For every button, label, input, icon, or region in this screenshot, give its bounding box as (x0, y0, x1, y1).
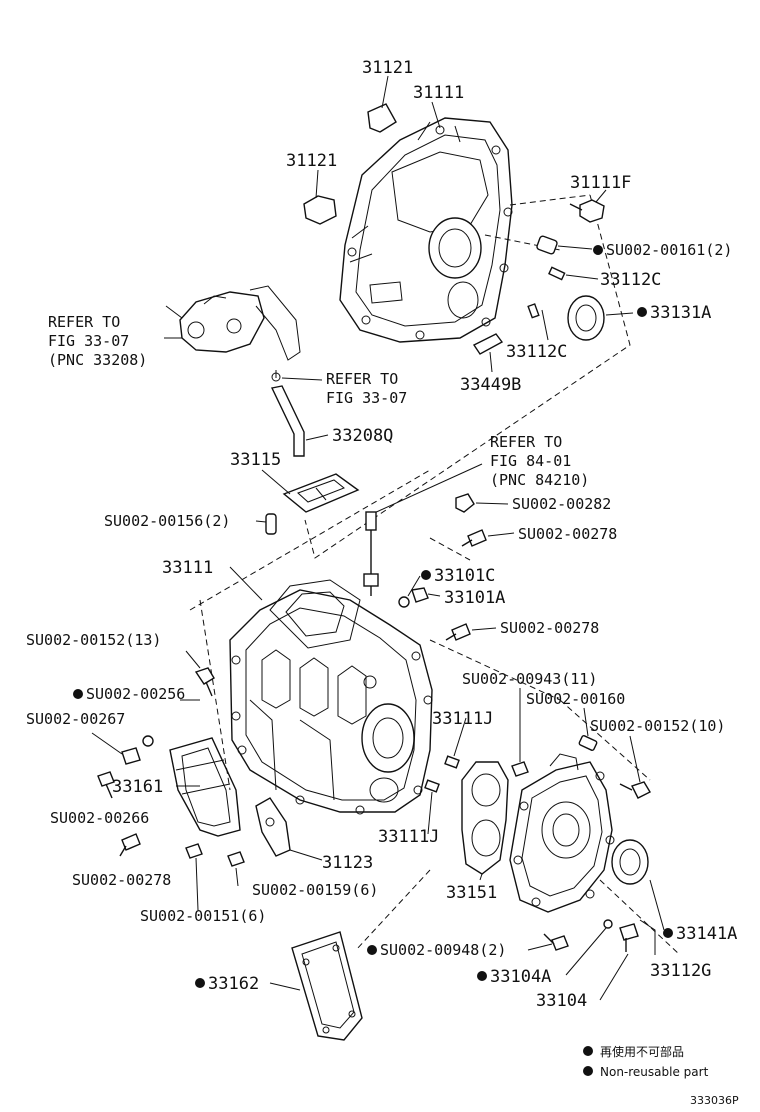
label-su00278-b: SU002-00278 (500, 619, 599, 637)
bolt-su00151 (185, 843, 203, 911)
bracket-31123 (255, 797, 323, 861)
label-su00161: SU002-00161(2) (606, 241, 732, 259)
legend-jp: 再使用不可部品 (600, 1044, 684, 1059)
plug-31121-top (367, 103, 397, 133)
bolt-su00278-b (445, 623, 497, 641)
label-su00159: SU002-00159(6) (252, 881, 378, 899)
label-su00282: SU002-00282 (512, 495, 611, 513)
label-su00943: SU002-00943(11) (462, 670, 597, 688)
label-su00278-c: SU002-00278 (72, 871, 171, 889)
plug-33104 (599, 923, 639, 1001)
label-su00266: SU002-00266 (50, 809, 149, 827)
refer3-line2: FIG 84-01 (490, 452, 571, 470)
plug-31121-left (303, 195, 337, 225)
bolt-31111F (569, 199, 605, 223)
label-33151: 33151 (446, 883, 497, 903)
bracket-assembly-33208 (165, 285, 305, 457)
gasket-33151 (461, 761, 509, 875)
plug-su00256 (142, 699, 200, 747)
label-31121-left: 31121 (286, 151, 337, 171)
label-31123: 31123 (322, 853, 373, 873)
refer3-line3: (PNC 84210) (490, 471, 589, 489)
bolt-su00266 (97, 771, 115, 799)
label-su00256: SU002-00256 (86, 685, 185, 703)
label-33101A: 33101A (444, 588, 505, 608)
bolt-su00267 (91, 732, 141, 765)
label-33449B: 33449B (460, 375, 521, 395)
refer3-line1: REFER TO (490, 433, 562, 451)
figure-code: 333036P (690, 1094, 739, 1107)
refer2-line2: FIG 33-07 (326, 389, 407, 407)
plate-33115 (282, 473, 360, 513)
label-33112C-a: 33112C (600, 270, 661, 290)
label-su00267: SU002-00267 (26, 710, 125, 728)
pin-33112C-b (527, 303, 540, 319)
label-su00152-13: SU002-00152(13) (26, 631, 161, 649)
label-33131A: 33131A (650, 303, 711, 323)
bolt-su00152-10 (619, 735, 651, 799)
pin-su00156 (255, 513, 277, 535)
bolt-su00159 (227, 851, 245, 887)
label-31121-top: 31121 (362, 58, 413, 78)
legend-en: Non-reusable part (600, 1065, 709, 1079)
label-su00156: SU002-00156(2) (104, 512, 230, 530)
clutch-housing-top (339, 117, 513, 343)
refer1-line3: (PNC 33208) (48, 351, 147, 369)
label-33111J-b: 33111J (378, 827, 439, 847)
label-33161: 33161 (112, 777, 163, 797)
label-33208Q: 33208Q (332, 426, 393, 446)
transmission-case-33111 (229, 579, 433, 815)
bolt-su00943 (511, 688, 529, 777)
bolt-su00948 (527, 933, 569, 951)
dashed-outline-upper (304, 194, 631, 559)
bolt-su00278-c (119, 833, 141, 857)
extension-housing (509, 753, 615, 913)
pin-33111J-b (424, 779, 440, 835)
legend: 再使用不可部品 Non-reusable part (583, 1044, 709, 1079)
refer1-line1: REFER TO (48, 313, 120, 331)
label-33104: 33104 (536, 991, 587, 1011)
seal-33141A (611, 839, 649, 885)
label-su00151: SU002-00151(6) (140, 907, 266, 925)
label-33115: 33115 (230, 450, 281, 470)
label-su00152-10: SU002-00152(10) (590, 717, 725, 735)
leader-lines-upper (315, 75, 634, 373)
plug-33104A (565, 919, 613, 976)
label-33162: 33162 (208, 974, 259, 994)
label-33111J-a: 33111J (432, 709, 493, 729)
plug-su00282 (455, 493, 509, 513)
sensor-84210 (363, 463, 483, 596)
label-33141A: 33141A (676, 924, 737, 944)
bolt-su00278-a (461, 529, 515, 547)
dowel-su00160 (578, 707, 598, 751)
gasket-33162 (269, 931, 363, 1041)
plug-33101C (398, 596, 410, 608)
refer1-line2: FIG 33-07 (48, 332, 129, 350)
label-su00160: SU002-00160 (526, 690, 625, 708)
label-31111-top: 31111 (413, 83, 464, 103)
part-labels: 31121 31111 31121 31111F SU002-00161(2) … (26, 58, 737, 1011)
label-33111-mid: 33111 (162, 558, 213, 578)
pin-33112C-a (548, 266, 566, 281)
label-31111F: 31111F (570, 173, 631, 193)
label-33101C: 33101C (434, 566, 495, 586)
plate-33449B (472, 333, 504, 355)
plug-33101A (411, 587, 429, 603)
refer2-line1: REFER TO (326, 370, 398, 388)
bolt-su00152-13 (185, 650, 215, 697)
label-33112C-b: 33112C (506, 342, 567, 362)
cover-33161 (169, 737, 241, 837)
label-33112G: 33112G (650, 961, 711, 981)
label-su00948: SU002-00948(2) (380, 941, 506, 959)
label-su00278-a: SU002-00278 (518, 525, 617, 543)
dowel-su00161 (536, 235, 558, 255)
pin-33111J-a (444, 717, 467, 769)
seal-33131A (567, 295, 605, 341)
label-33104A: 33104A (490, 967, 551, 987)
